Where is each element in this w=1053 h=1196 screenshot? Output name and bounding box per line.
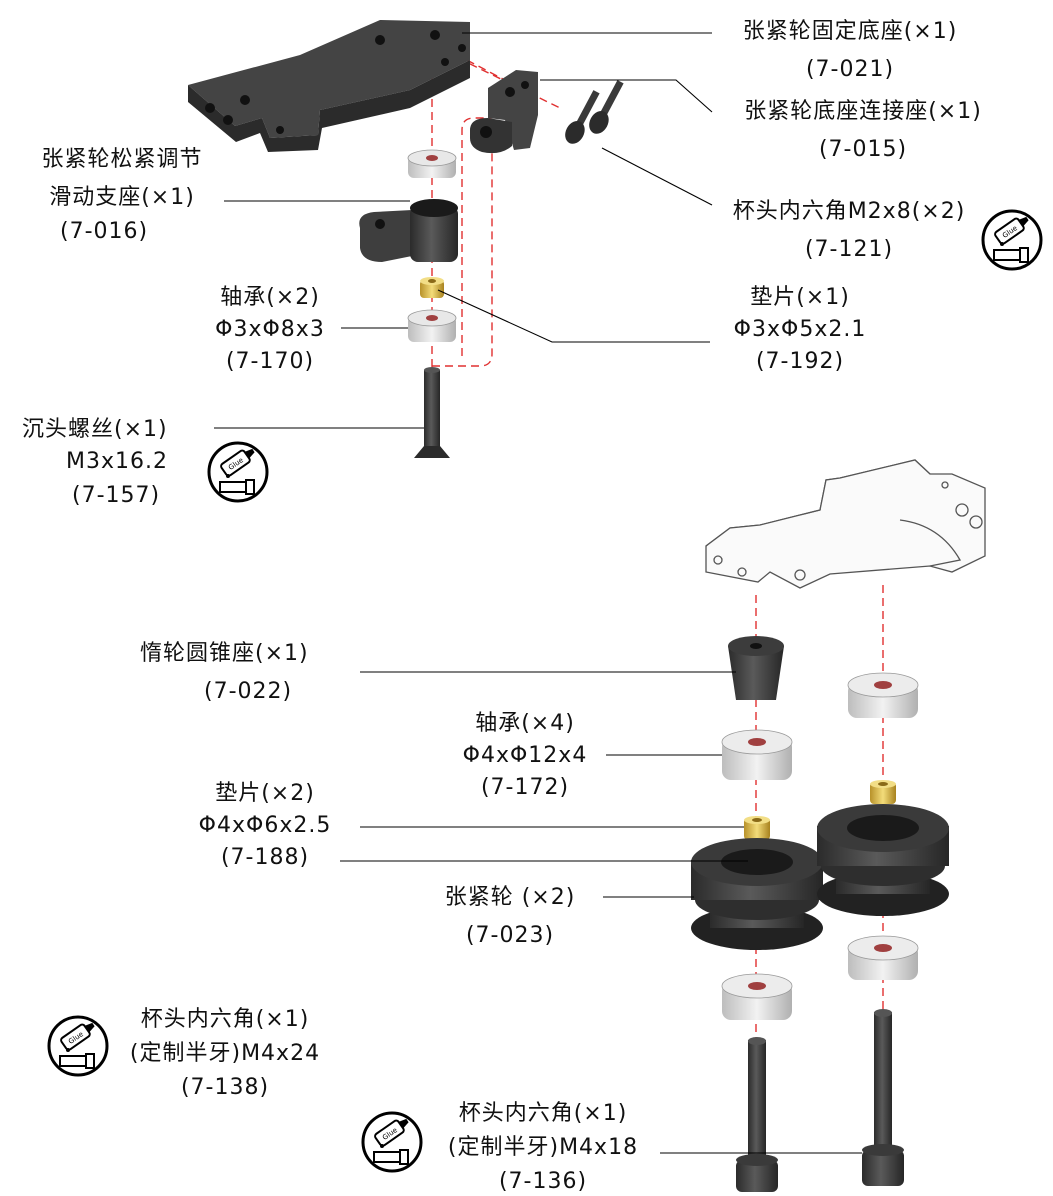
shim-3x5-part: [420, 277, 444, 298]
label-csk-screw-spec: M3x16.2: [66, 449, 168, 474]
bearing-4x12-left-bottom: [721, 973, 793, 1020]
label-connector: 张紧轮底座连接座(×1) (7-015): [698, 98, 1028, 164]
leader-lines: [214, 32, 862, 1154]
label-csk-screw-code: (7-157): [72, 483, 161, 508]
glue-icon: Glue: [361, 1111, 423, 1173]
label-base-name: 张紧轮固定底座(×1): [742, 19, 958, 44]
label-shim-b-name: 垫片(×2): [215, 781, 315, 806]
idler-pulley-right: [817, 804, 949, 916]
label-shim-a-name: 垫片(×1): [750, 285, 850, 310]
label-cone-seat-name: 惰轮圆锥座(×1): [140, 641, 309, 666]
bearing-4x12-right-bottom: [847, 935, 919, 980]
label-slider-code: (7-016): [60, 219, 149, 244]
label-screw-m4x24-name: 杯头内六角(×1): [140, 1007, 310, 1032]
label-idler: 张紧轮 (×2) (7-023): [410, 884, 610, 950]
cone-seat-part: [728, 636, 784, 700]
label-shim-a-code: (7-192): [755, 349, 845, 374]
label-screw-m4x18: 杯头内六角(×1) (定制半牙)M4x18 (7-136): [418, 1100, 668, 1196]
m4x18-screw-part: [862, 1009, 904, 1186]
label-screw-m4x18-spec: (定制半牙)M4x18: [447, 1135, 639, 1160]
label-shim-a: 垫片(×1) Φ3xΦ5x2.1 (7-192): [700, 284, 900, 376]
glue-icon: Glue: [981, 209, 1043, 271]
bearing-4x12-left-top: [721, 729, 793, 780]
label-bearing-b-spec: Φ4xΦ12x4: [462, 743, 588, 768]
label-base: 张紧轮固定底座(×1) (7-021): [700, 18, 1000, 84]
countersunk-screw-part: [414, 367, 450, 458]
bearing-3x8-top: [407, 149, 457, 178]
glue-icon: Glue: [47, 1015, 109, 1077]
frame-outline-part: [705, 459, 986, 589]
connector-seat-part: [470, 70, 538, 154]
label-connector-name: 张紧轮底座连接座(×1): [744, 99, 982, 124]
label-bearing-b: 轴承(×4) Φ4xΦ12x4 (7-172): [430, 710, 620, 802]
label-shim-b-spec: Φ4xΦ6x2.5: [198, 813, 332, 838]
label-screw-m4x24: 杯头内六角(×1) (定制半牙)M4x24 (7-138): [100, 1006, 350, 1102]
label-idler-code: (7-023): [465, 923, 555, 948]
label-cone-seat-code: (7-022): [204, 679, 293, 704]
label-screw-m2-name: 杯头内六角M2x8(×2): [732, 199, 966, 224]
m4x24-screw-part: [736, 1037, 778, 1192]
label-csk-screw-name: 沉头螺丝(×1): [22, 417, 168, 442]
label-screw-m2: 杯头内六角M2x8(×2) (7-121): [704, 198, 994, 264]
shim-4x6-right: [870, 780, 896, 804]
label-base-code: (7-021): [805, 57, 895, 82]
label-screw-m4x18-name: 杯头内六角(×1): [458, 1101, 628, 1126]
label-bearing-a: 轴承(×2) Φ3xΦ8x3 (7-170): [190, 284, 350, 376]
label-slider-name-line2: 滑动支座(×1): [49, 185, 195, 210]
glue-icon: Glue: [207, 441, 269, 503]
label-bearing-a-name: 轴承(×2): [220, 285, 320, 310]
label-bearing-b-code: (7-172): [480, 775, 570, 800]
label-slider-name-line1: 张紧轮松紧调节: [41, 147, 203, 172]
idler-pulley-left: [691, 838, 823, 950]
label-screw-m2-code: (7-121): [804, 237, 894, 262]
label-bearing-a-spec: Φ3xΦ8x3: [215, 317, 325, 342]
label-slider: 张紧轮松紧调节 滑动支座(×1) (7-016): [2, 146, 242, 246]
label-idler-name: 张紧轮 (×2): [444, 885, 576, 910]
label-cone-seat: 惰轮圆锥座(×1) (7-022): [140, 640, 370, 706]
label-csk-screw: 沉头螺丝(×1) M3x16.2 (7-157): [22, 416, 222, 510]
shim-4x6-left: [744, 816, 770, 840]
bearing-3x8-bottom: [407, 309, 457, 342]
bearing-4x12-right-top: [847, 672, 919, 718]
label-screw-m4x24-code: (7-138): [180, 1075, 270, 1100]
label-shim-b: 垫片(×2) Φ4xΦ6x2.5 (7-188): [165, 780, 365, 872]
slider-seat-part: [359, 199, 458, 262]
label-shim-a-spec: Φ3xΦ5x2.1: [733, 317, 867, 342]
label-bearing-b-name: 轴承(×4): [475, 711, 575, 736]
base-bracket-part: [188, 20, 470, 152]
label-bearing-a-code: (7-170): [225, 349, 315, 374]
m2-screws-part: [565, 80, 624, 144]
label-connector-code: (7-015): [818, 137, 908, 162]
label-screw-m4x18-code: (7-136): [498, 1169, 588, 1194]
label-shim-b-code: (7-188): [220, 845, 310, 870]
label-screw-m4x24-spec: (定制半牙)M4x24: [129, 1041, 321, 1066]
